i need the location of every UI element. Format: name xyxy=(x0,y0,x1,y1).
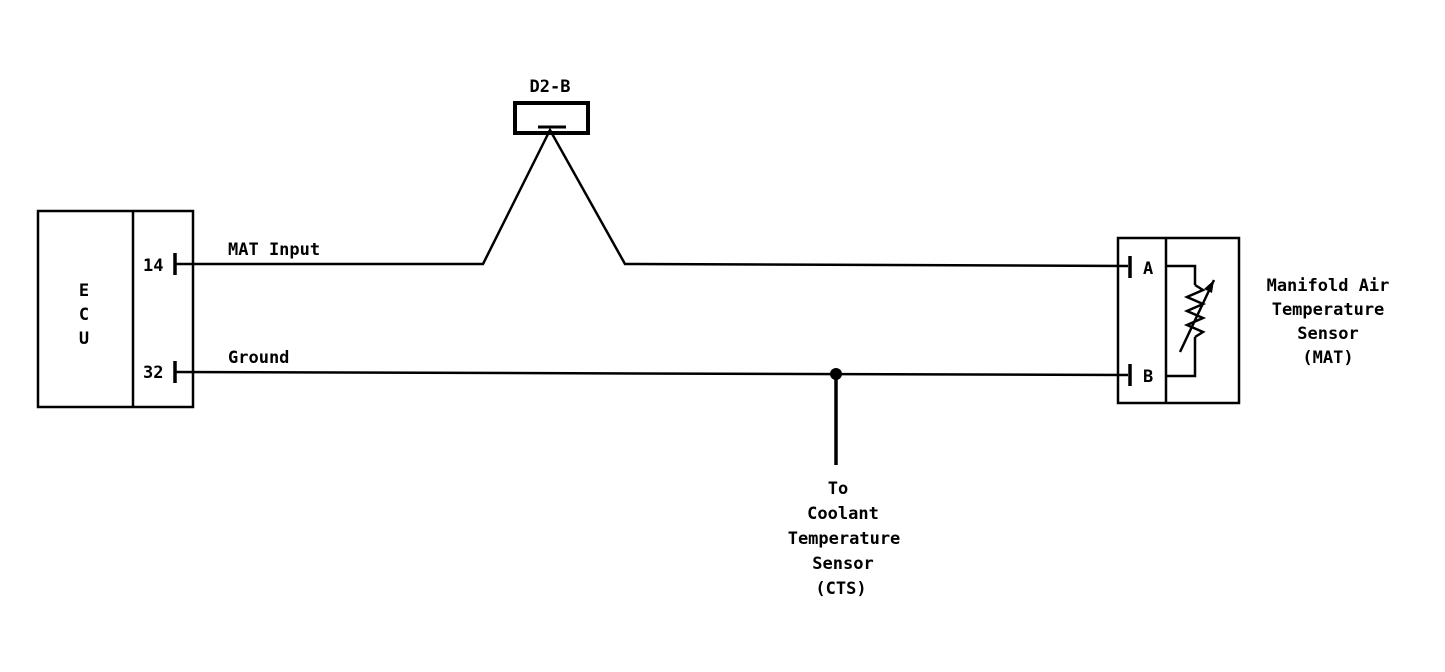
ground-wire-label: Ground xyxy=(228,348,289,368)
ground-wire: Ground xyxy=(174,348,1129,465)
mat-input-wire: MAT Input xyxy=(175,127,1129,268)
cts-label-line-5: (CTS) xyxy=(815,579,866,599)
d2b-connector: D2-B xyxy=(513,77,590,135)
mat-terminal-a-label: A xyxy=(1143,259,1153,279)
ecu-pin-14-number: 14 xyxy=(143,256,163,276)
thermistor-resistor xyxy=(1183,283,1207,339)
ecu-label-letter-e: E xyxy=(79,281,89,301)
cts-label-line-4: Sensor xyxy=(812,554,873,574)
cts-label-line-3: Temperature xyxy=(788,529,901,549)
mat-name-line-3: Sensor xyxy=(1297,324,1358,344)
mat-input-wire-label: MAT Input xyxy=(228,240,320,260)
mat-sensor-outline xyxy=(1116,236,1241,405)
mat-name-line-2: Temperature xyxy=(1272,300,1385,320)
mat-sensor-name: Manifold Air Temperature Sensor (MAT) xyxy=(1267,276,1390,368)
ecu-module: E C U 14 32 xyxy=(36,209,195,409)
thermistor-lead-top xyxy=(1166,264,1197,285)
d2b-connector-box xyxy=(513,101,590,135)
ecu-label-letter-u: U xyxy=(79,329,89,349)
ecu-outline xyxy=(36,209,195,409)
thermistor-arrow-head xyxy=(1204,280,1214,293)
cts-branch-label: To Coolant Temperature Sensor (CTS) xyxy=(788,479,901,599)
mat-input-wire-path xyxy=(175,127,1129,268)
d2b-connector-label: D2-B xyxy=(530,77,571,97)
ecu-pin-32-number: 32 xyxy=(143,363,163,383)
ecu-label-letter-c: C xyxy=(79,305,89,325)
thermistor-lead-bottom xyxy=(1166,337,1197,378)
cts-label-line-1: To xyxy=(828,479,848,499)
mat-sensor: A B xyxy=(1116,236,1241,405)
thermistor-variable-arrow xyxy=(1178,279,1216,353)
mat-name-line-1: Manifold Air xyxy=(1267,276,1390,296)
mat-name-line-4: (MAT) xyxy=(1302,348,1353,368)
thermistor-icon xyxy=(1166,264,1216,378)
mat-terminal-b-label: B xyxy=(1143,367,1153,387)
ground-wire-path xyxy=(174,370,1129,377)
cts-label-line-2: Coolant xyxy=(807,504,879,524)
